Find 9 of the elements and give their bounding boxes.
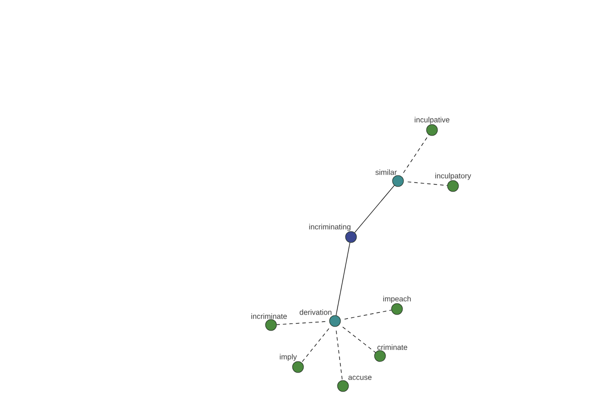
connector-line — [403, 134, 430, 174]
connector-line — [342, 326, 376, 353]
connector-line — [336, 330, 343, 381]
connector-line — [276, 321, 326, 325]
connector-line — [336, 242, 350, 316]
connector-line — [354, 185, 395, 233]
connector-line — [301, 328, 330, 363]
connector-line — [407, 182, 448, 186]
connector-line — [344, 310, 392, 320]
